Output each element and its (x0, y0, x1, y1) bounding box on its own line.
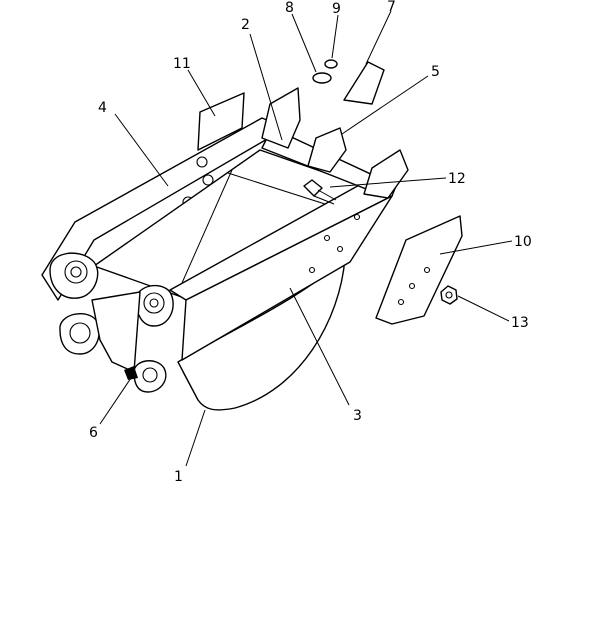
callout-11: 11 (173, 56, 191, 72)
leader-2 (249, 33, 283, 141)
side-cutter-right (375, 215, 463, 325)
bucket-bottom-shell (177, 257, 346, 411)
tooth-adapters (261, 61, 409, 199)
callout-13: 13 (511, 315, 529, 331)
leader-1 (185, 409, 206, 467)
leader-10 (439, 240, 513, 255)
side-cutter-left (197, 92, 245, 151)
callout-4: 4 (98, 100, 107, 116)
leader-7 (365, 10, 392, 65)
leader-6 (99, 377, 132, 425)
callout-5: 5 (431, 64, 440, 80)
callout-3: 3 (353, 408, 362, 424)
bracket-bosses (49, 252, 174, 393)
leader-4 (114, 113, 169, 187)
side-plate-right (169, 177, 397, 361)
callout-8: 8 (285, 0, 294, 16)
leader-5 (341, 75, 429, 135)
callout-1: 1 (174, 469, 183, 485)
leader-3 (289, 287, 350, 406)
pin-and-lock (312, 59, 338, 84)
nut (440, 285, 458, 305)
callout-2: 2 (241, 17, 250, 33)
callout-labels: 1 2 3 4 5 6 7 8 9 10 11 12 13 (89, 0, 532, 485)
leader-8 (291, 13, 317, 73)
callout-10: 10 (514, 234, 532, 250)
leader-13 (457, 295, 510, 322)
leader-12 (329, 177, 447, 188)
leader-11 (187, 69, 216, 117)
callout-7: 7 (387, 0, 396, 15)
leader-lines (99, 10, 513, 467)
callout-12: 12 (448, 171, 466, 187)
leader-9 (331, 14, 339, 59)
callout-9: 9 (332, 1, 341, 17)
bolt (303, 179, 337, 205)
callout-6: 6 (89, 425, 98, 441)
